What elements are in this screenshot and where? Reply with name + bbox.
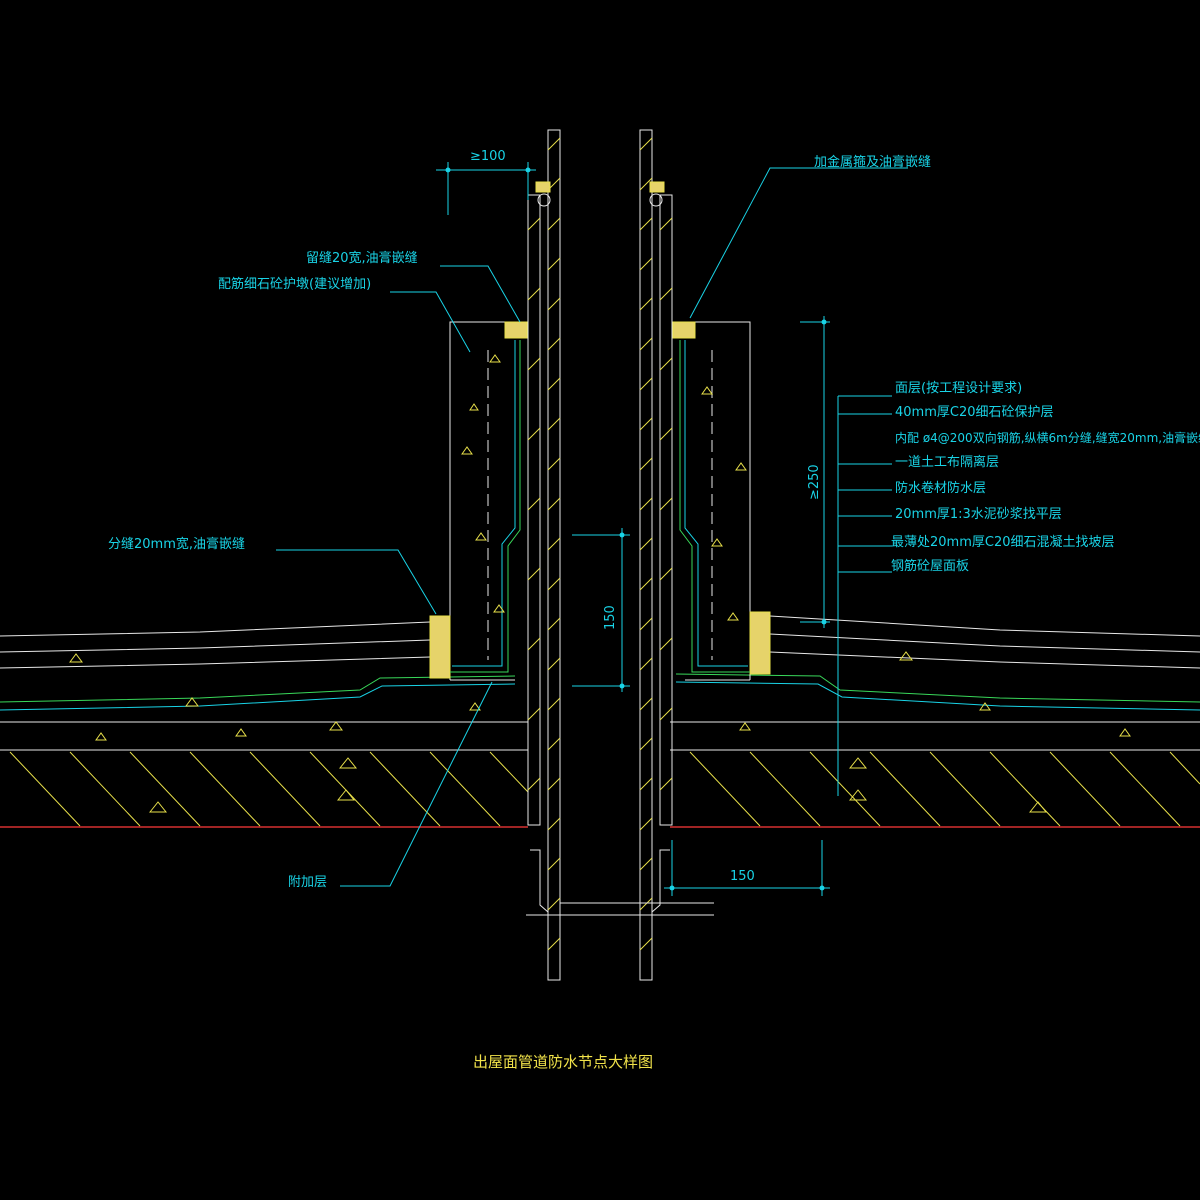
- roof-slab-right: [670, 615, 1200, 828]
- dimension-sleeve-extension: 150: [664, 840, 830, 896]
- roof-slab-left: [0, 621, 529, 828]
- label-joint-top: 留缝20宽,油膏嵌缝: [306, 250, 418, 266]
- pipe-left-wall: [526, 129, 561, 981]
- layer-item: 面层(按工程设计要求): [895, 381, 1022, 396]
- dim-sleeve-ext-label: 150: [730, 869, 755, 884]
- layer-item: 内配 ø4@200双向钢筋,纵横6m分缝,缝宽20mm,油膏嵌缝: [895, 430, 1200, 445]
- layer-item: 40mm厚C20细石砼保护层: [895, 405, 1054, 420]
- protect-pier-right: [672, 321, 771, 681]
- dim-sleeve-depth-label: 150: [603, 605, 618, 630]
- layer-item: 防水卷材防水层: [895, 480, 986, 496]
- dimension-offset: ≥100: [436, 149, 536, 215]
- layer-item: 一道土工布隔离层: [895, 454, 999, 470]
- label-metal-hoop: 加金属箍及油膏嵌缝: [814, 154, 931, 170]
- layer-item: 钢筋砼屋面板: [891, 558, 969, 574]
- label-protect-pier: 配筋细石砼护墩(建议增加): [218, 276, 371, 292]
- layer-item: 最薄处20mm厚C20细石混凝土找坡层: [891, 534, 1115, 550]
- dimension-sleeve-depth: 150: [572, 528, 630, 692]
- label-additional-layer: 附加层: [288, 875, 327, 890]
- drawing-title: 出屋面管道防水节点大样图: [473, 1053, 653, 1071]
- layer-item: 20mm厚1:3水泥砂浆找平层: [895, 507, 1062, 522]
- dim-upstand-label: ≥250: [807, 464, 822, 500]
- dim-offset-label: ≥100: [470, 149, 506, 164]
- pipe-right-wall: [560, 129, 714, 981]
- leader-lines: [276, 167, 908, 887]
- label-joint-side: 分缝20mm宽,油膏嵌缝: [108, 536, 245, 552]
- dimension-upstand-height: ≥250: [800, 316, 830, 628]
- protect-pier-left: [429, 321, 528, 681]
- layer-legend: 面层(按工程设计要求) 40mm厚C20细石砼保护层 内配 ø4@200双向钢筋…: [891, 381, 1200, 574]
